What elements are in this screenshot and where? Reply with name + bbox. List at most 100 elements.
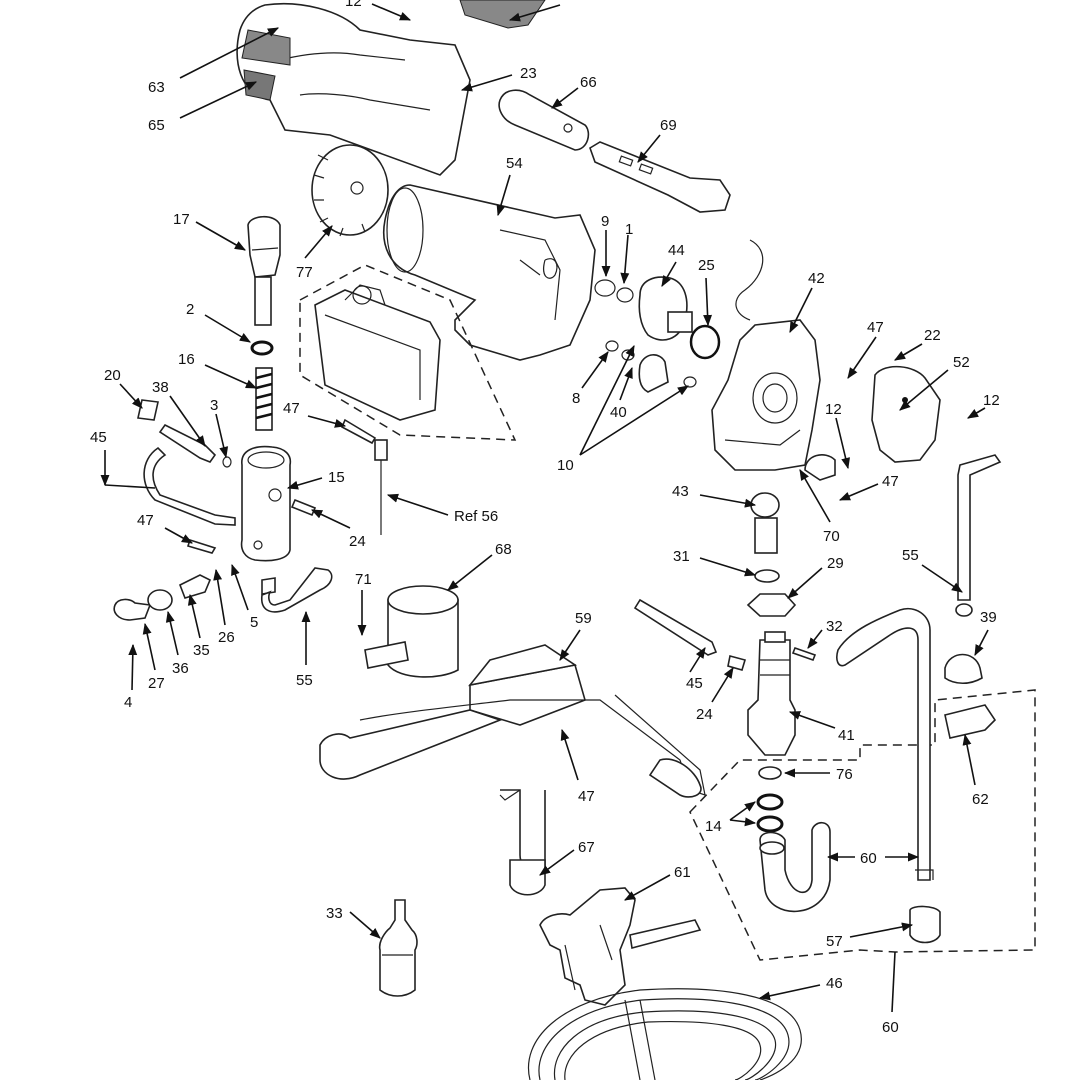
wand-fitting [955,603,973,617]
callout-12: 12 [345,0,362,10]
callout-43: 43 [672,483,689,500]
drain-hose [143,446,236,526]
oil-bottle [378,899,418,997]
callout-41: 41 [838,727,855,744]
callout-2: 2 [186,301,194,318]
pin [791,646,817,662]
callout-15: 15 [328,469,345,486]
callout-10: 10 [557,457,574,474]
callout-60: 60 [860,850,877,867]
callout-39: 39 [980,609,997,626]
callout-70: 70 [823,528,840,545]
callout-65: 65 [148,117,165,134]
o-ring [250,340,274,356]
callout-47: 47 [867,319,884,336]
callout-4: 4 [124,694,132,711]
callout-62: 62 [972,791,989,808]
callout-68: 68 [495,541,512,558]
displacement-pump [747,631,796,756]
callout-47: 47 [882,473,899,490]
callout-25: 25 [698,257,715,274]
suction-assembly [689,608,1036,961]
callout-16: 16 [178,351,195,368]
callout-47: 47 [578,788,595,805]
callout-59: 59 [575,610,592,627]
callout-54: 54 [506,155,523,172]
callout-76: 76 [836,766,853,783]
callout-61: 61 [674,864,691,881]
packing-ring [758,766,782,780]
jam-nut [746,593,797,617]
callout-17: 17 [173,211,190,228]
callout-40: 40 [610,404,627,421]
callout-29: 29 [827,555,844,572]
retaining-clip [804,454,836,481]
callout-5: 5 [250,614,258,631]
callout-77: 77 [296,264,313,281]
callout-31: 31 [673,548,690,565]
gear-set [594,276,721,393]
callout-71: 71 [355,571,372,588]
callout-3: 3 [210,397,218,414]
suction-wand [957,454,1002,601]
callout-57: 57 [826,933,843,950]
callout-9: 9 [601,213,609,230]
callout-12: 12 [983,392,1000,409]
callout-labels: 63 65 23 12 66 69 54 17 77 9 1 44 25 42 … [90,0,1000,1036]
callout-44: 44 [668,242,685,259]
callout-60: 60 [882,1019,899,1036]
callout-14: 14 [705,818,722,835]
control-box [299,264,517,441]
callout-46: 46 [826,975,843,992]
spray-gun [539,887,702,1006]
callout-27: 27 [148,675,165,692]
suction-elbow [260,567,333,613]
callout-45: 45 [90,429,107,446]
callout-67: 67 [578,839,595,856]
callout-42: 42 [808,270,825,287]
callout-36: 36 [172,660,189,677]
electric-motor [383,184,596,361]
spring [255,367,273,431]
callout-38: 38 [152,379,169,396]
callout-45: 45 [686,675,703,692]
o-ring-lower [756,815,784,833]
power-cord [735,239,764,321]
leader-lines [100,3,989,1013]
filter-housing [240,445,292,562]
callout-1: 1 [625,221,633,238]
callout-66: 66 [580,74,597,91]
fitting-24 [727,655,747,671]
retaining-nut [754,569,780,583]
callout-55: 55 [902,547,919,564]
motor-fan [311,144,389,237]
top-label-tag [459,0,546,29]
callout-24: 24 [349,533,366,550]
connecting-rod [750,492,780,554]
paint-bucket [364,585,459,678]
callout-ref-56: Ref 56 [454,508,498,525]
drive-housing [711,319,821,471]
callout-12: 12 [825,401,842,418]
callout-8: 8 [572,390,580,407]
handle-tube [498,89,590,151]
callout-47: 47 [283,400,300,417]
ref-56-tube [374,439,388,535]
front-cover [871,365,941,463]
callout-20: 20 [104,367,121,384]
callout-63: 63 [148,79,165,96]
hose-clip [944,704,997,739]
callout-22: 22 [924,327,941,344]
callout-52: 52 [953,354,970,371]
motor-shroud [236,2,471,176]
inlet-strainer [944,653,983,685]
pressure-knob [247,215,281,326]
o-ring-upper [756,793,784,811]
callout-32: 32 [826,618,843,635]
handle-bracket [589,141,731,213]
callout-23: 23 [520,65,537,82]
callout-24: 24 [696,706,713,723]
callout-35: 35 [193,642,210,659]
airless-hose [528,988,802,1080]
